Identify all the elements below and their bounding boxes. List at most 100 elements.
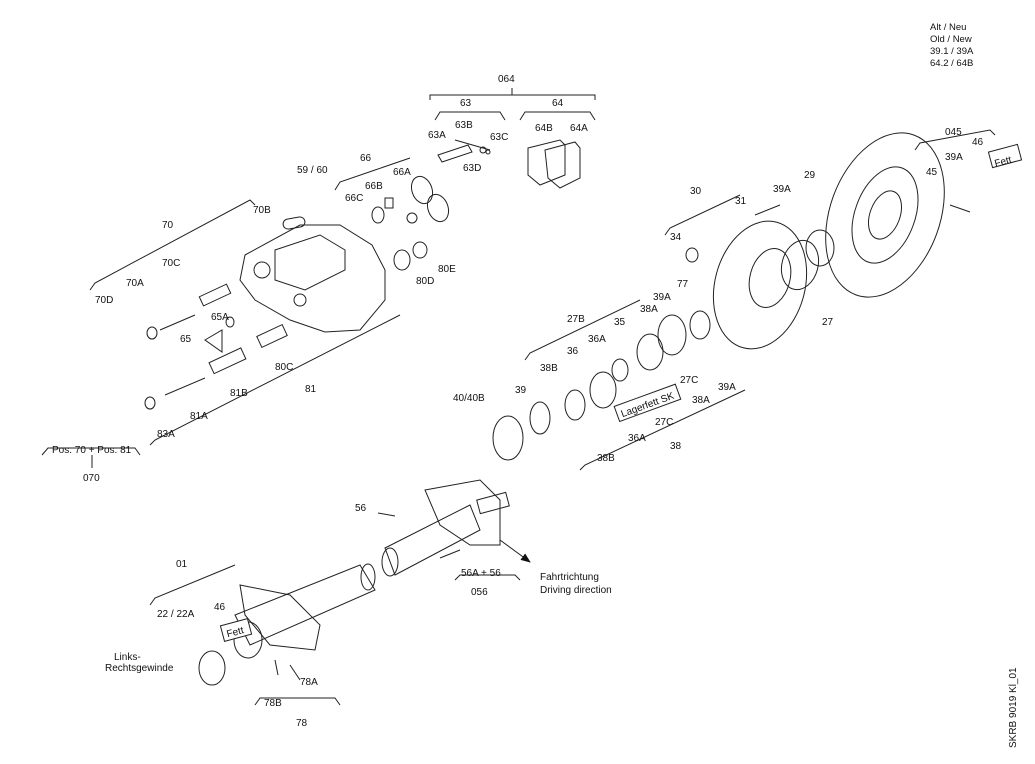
label-66c: 66C bbox=[345, 193, 363, 204]
rechtsgewinde-note: Rechtsgewinde bbox=[105, 663, 174, 674]
label-045: 045 bbox=[945, 127, 962, 138]
part-labels: 064 63 64 63A 63B 63C 63D 64B 64A 66 59 … bbox=[52, 74, 1019, 748]
label-78b: 78B bbox=[264, 698, 282, 709]
part-56-bolt bbox=[377, 512, 396, 517]
caliper-hole-2 bbox=[293, 293, 307, 307]
grease-note-boxes bbox=[219, 143, 1023, 642]
label-36a-b: 36A bbox=[628, 433, 646, 444]
part-80e bbox=[412, 241, 428, 259]
part-34-nut bbox=[685, 247, 699, 263]
label-070: 070 bbox=[83, 473, 100, 484]
part-83a bbox=[144, 396, 156, 410]
part-66c bbox=[371, 206, 385, 224]
bracket-30 bbox=[664, 194, 741, 236]
label-38a-a: 38A bbox=[640, 304, 658, 315]
label-27b: 27B bbox=[567, 314, 585, 325]
part-80c bbox=[256, 323, 288, 349]
part-29-disc-center bbox=[868, 190, 902, 240]
label-30: 30 bbox=[690, 186, 702, 197]
label-65a: 65A bbox=[211, 312, 229, 323]
bracket-01 bbox=[149, 564, 236, 606]
label-80d: 80D bbox=[416, 276, 434, 287]
part-81a-bolt bbox=[164, 377, 206, 396]
part-27-hub-bore bbox=[748, 248, 792, 308]
lagerfett-box bbox=[613, 383, 682, 423]
fett-label-2: Fett bbox=[226, 625, 246, 640]
label-66b: 66B bbox=[365, 181, 383, 192]
label-36a: 36A bbox=[588, 334, 606, 345]
caliper-detail bbox=[274, 234, 346, 291]
part-36-bearing bbox=[589, 371, 617, 409]
label-38a-b: 38A bbox=[692, 395, 710, 406]
label-01: 01 bbox=[176, 559, 188, 570]
label-39a-top: 39A bbox=[945, 152, 963, 163]
label-65: 65 bbox=[180, 334, 192, 345]
part-64-pad-b bbox=[544, 141, 581, 189]
label-64a: 64A bbox=[570, 123, 588, 134]
part-29-disc bbox=[825, 132, 945, 298]
part-78b bbox=[274, 659, 279, 676]
label-27c-a: 27C bbox=[680, 375, 698, 386]
label-56: 56 bbox=[355, 503, 367, 514]
part-axle-tube-bottom bbox=[234, 564, 376, 646]
label-63b: 63B bbox=[455, 120, 473, 131]
part-70b bbox=[282, 216, 306, 230]
fett-box-2 bbox=[219, 618, 253, 642]
legend-line-4: 64.2 / 64B bbox=[930, 58, 974, 69]
part-66b bbox=[384, 197, 394, 209]
part-axle-flange-bottom bbox=[239, 584, 321, 651]
label-46b: 46 bbox=[214, 602, 226, 613]
label-22-22a: 22 / 22A bbox=[157, 609, 195, 620]
part-39a-ring-mid bbox=[805, 229, 835, 267]
part-56a-bolt bbox=[439, 549, 461, 559]
bracket-64 bbox=[519, 111, 596, 121]
part-65-cap bbox=[204, 329, 223, 353]
label-81b: 81B bbox=[230, 388, 248, 399]
part-66a bbox=[410, 175, 434, 205]
label-80c: 80C bbox=[275, 362, 293, 373]
part-31-bolt bbox=[754, 204, 781, 216]
label-39a-b: 39A bbox=[653, 292, 671, 303]
part-axle-flange bbox=[424, 479, 501, 546]
part-40-cap bbox=[492, 415, 524, 461]
caliper-hole-1 bbox=[253, 261, 271, 279]
label-27: 27 bbox=[822, 317, 834, 328]
bracket-66 bbox=[334, 157, 411, 191]
label-63: 63 bbox=[460, 98, 472, 109]
direction-arrow bbox=[499, 539, 531, 563]
label-38b-b: 38B bbox=[597, 453, 615, 464]
label-45: 45 bbox=[926, 167, 938, 178]
part-59-60-caliper bbox=[239, 224, 386, 333]
fett-label-1: Fett bbox=[993, 155, 1013, 170]
label-29: 29 bbox=[804, 170, 816, 181]
bracket-63 bbox=[434, 111, 506, 121]
label-70a: 70A bbox=[126, 278, 144, 289]
label-63d: 63D bbox=[463, 163, 481, 174]
label-34: 34 bbox=[670, 232, 682, 243]
label-56a-56: 56A + 56 bbox=[461, 568, 501, 579]
bracket-38 bbox=[579, 389, 746, 471]
label-70c: 70C bbox=[162, 258, 180, 269]
part-80d bbox=[393, 249, 411, 271]
label-39: 39 bbox=[515, 385, 527, 396]
label-70d: 70D bbox=[95, 295, 113, 306]
part-35-bearing bbox=[636, 333, 664, 371]
part-axle-spindle bbox=[476, 491, 510, 515]
part-64-pad-a bbox=[527, 139, 566, 186]
part-63b-pin bbox=[454, 139, 491, 151]
bracket-27b bbox=[524, 299, 641, 361]
part-39-ring bbox=[529, 401, 551, 435]
label-81a: 81A bbox=[190, 411, 208, 422]
bracket-045 bbox=[914, 129, 996, 151]
legend-line-3: 39.1 / 39A bbox=[930, 46, 974, 57]
part-45-bolt bbox=[949, 204, 971, 213]
fett-box-1 bbox=[987, 143, 1023, 169]
part-36a-ring bbox=[611, 358, 629, 382]
label-35: 35 bbox=[614, 317, 626, 328]
bracket-70 bbox=[89, 199, 256, 291]
part-27-hub bbox=[712, 220, 808, 350]
direction-label-de: Fahrtrichtung bbox=[540, 572, 599, 583]
label-83a: 83A bbox=[157, 429, 175, 440]
part-66-ring bbox=[406, 212, 418, 224]
label-31: 31 bbox=[735, 196, 747, 207]
